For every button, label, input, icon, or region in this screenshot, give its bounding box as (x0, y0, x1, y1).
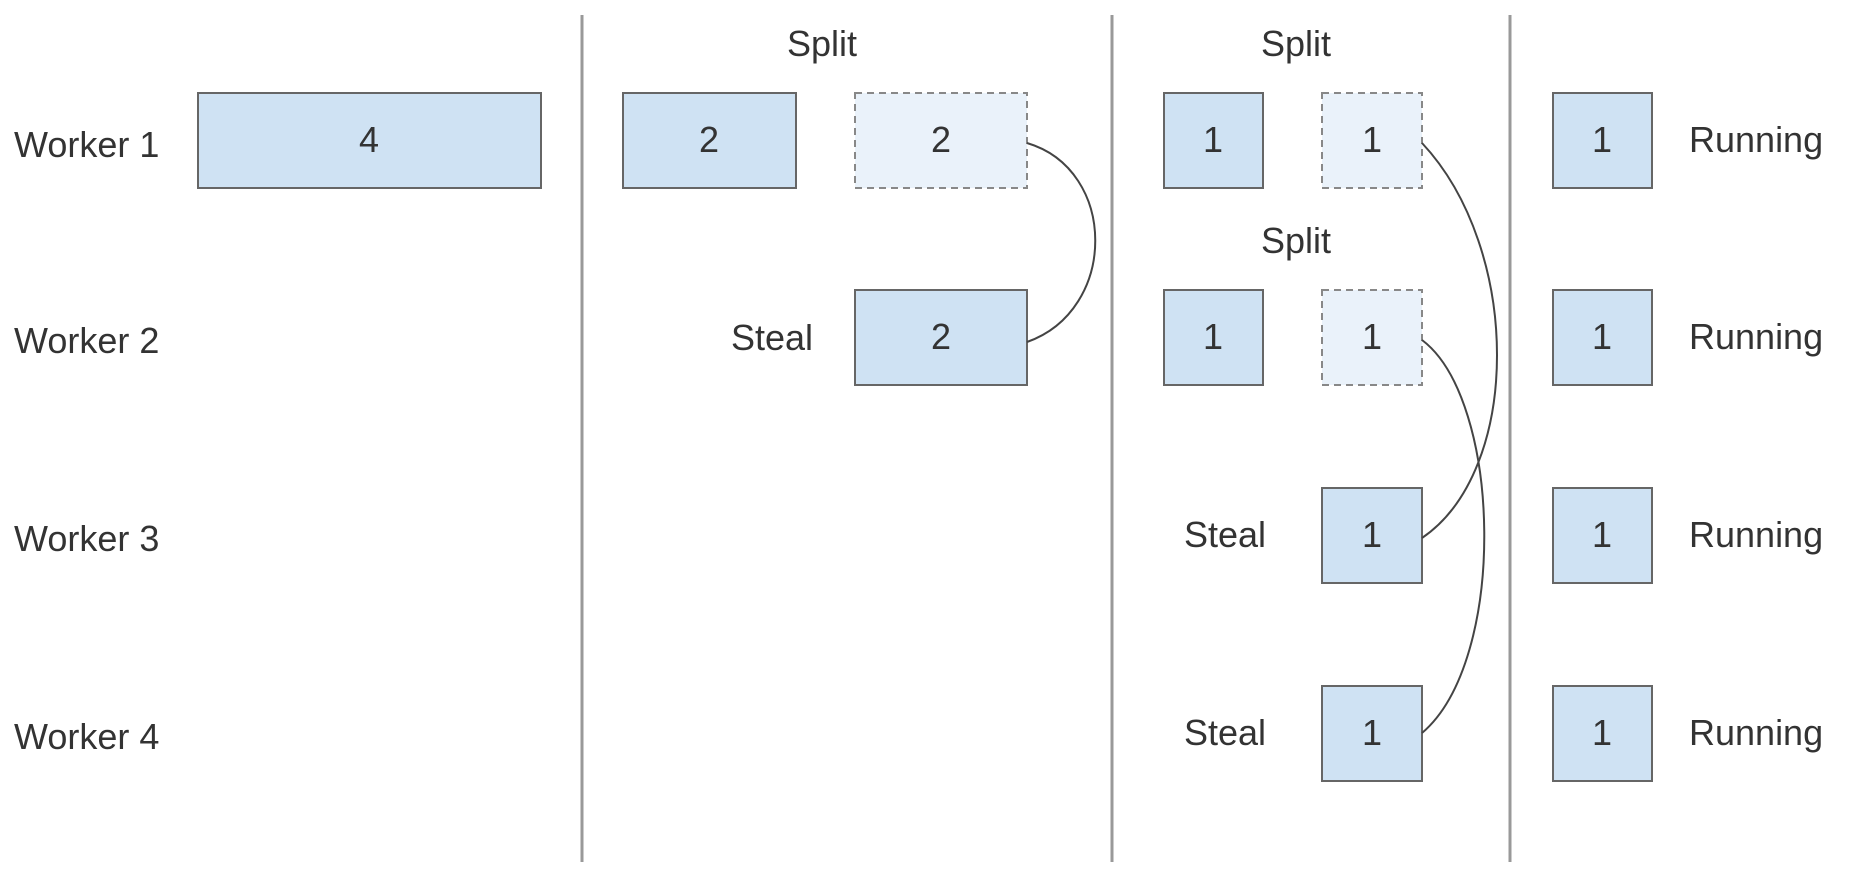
stage3-steal-arc-w1-to-w3 (1421, 142, 1498, 539)
stage2-split-off-box: 2 (854, 92, 1028, 189)
stage4-task-value-1: 1 (1592, 119, 1612, 160)
stage1-task-box: 4 (197, 92, 542, 189)
stage3-steal-arc-w2-to-w4 (1421, 339, 1486, 734)
stage4-running-label-1: Running (1689, 119, 1823, 160)
stage2-kept-value: 2 (699, 119, 719, 160)
stage2-split-label: Split (787, 23, 857, 64)
stage4-task-box-1: 1 (1552, 92, 1653, 189)
stage1-task-value: 4 (359, 119, 379, 160)
stage4-running-label-2: Running (1689, 316, 1823, 357)
stage4-task-box-2: 1 (1552, 289, 1653, 386)
stage3-w4-stolen-value: 1 (1362, 712, 1382, 753)
worker-label-4: Worker 4 (14, 716, 159, 757)
stage3-w1-kept-value: 1 (1203, 119, 1223, 160)
stage2-steal-arc (1026, 142, 1097, 343)
stage3-w2-kept-value: 1 (1203, 316, 1223, 357)
stage2-kept-box: 2 (622, 92, 797, 189)
stage3-split-label-2: Split (1261, 220, 1331, 261)
stage3-w4-stolen-box: 1 (1321, 685, 1423, 782)
stage4-task-box-3: 1 (1552, 487, 1653, 584)
stage2-steal-label: Steal (731, 317, 813, 358)
stage2-stolen-box: 2 (854, 289, 1028, 386)
stage3-w4-steal-label: Steal (1184, 712, 1266, 753)
worker-label-3: Worker 3 (14, 518, 159, 559)
stage3-split-label-1: Split (1261, 23, 1331, 64)
stage2-split-off-value: 2 (931, 119, 951, 160)
stage4-task-box-4: 1 (1552, 685, 1653, 782)
stage4-running-label-3: Running (1689, 514, 1823, 555)
worker-label-2: Worker 2 (14, 320, 159, 361)
stage4-task-value-2: 1 (1592, 316, 1612, 357)
stage3-w2-split-off-value: 1 (1362, 316, 1382, 357)
stage4-running-label-4: Running (1689, 712, 1823, 753)
stage3-w2-kept-box: 1 (1163, 289, 1264, 386)
stage3-w1-split-off-box: 1 (1321, 92, 1423, 189)
stage3-w1-split-off-value: 1 (1362, 119, 1382, 160)
stage4-task-value-3: 1 (1592, 514, 1612, 555)
stage3-w3-stolen-value: 1 (1362, 514, 1382, 555)
stage4-task-value-4: 1 (1592, 712, 1612, 753)
stage3-w1-kept-box: 1 (1163, 92, 1264, 189)
stage3-w3-steal-label: Steal (1184, 514, 1266, 555)
stage3-w2-split-off-box: 1 (1321, 289, 1423, 386)
worker-label-1: Worker 1 (14, 124, 159, 165)
stage3-w3-stolen-box: 1 (1321, 487, 1423, 584)
stage2-stolen-value: 2 (931, 316, 951, 357)
